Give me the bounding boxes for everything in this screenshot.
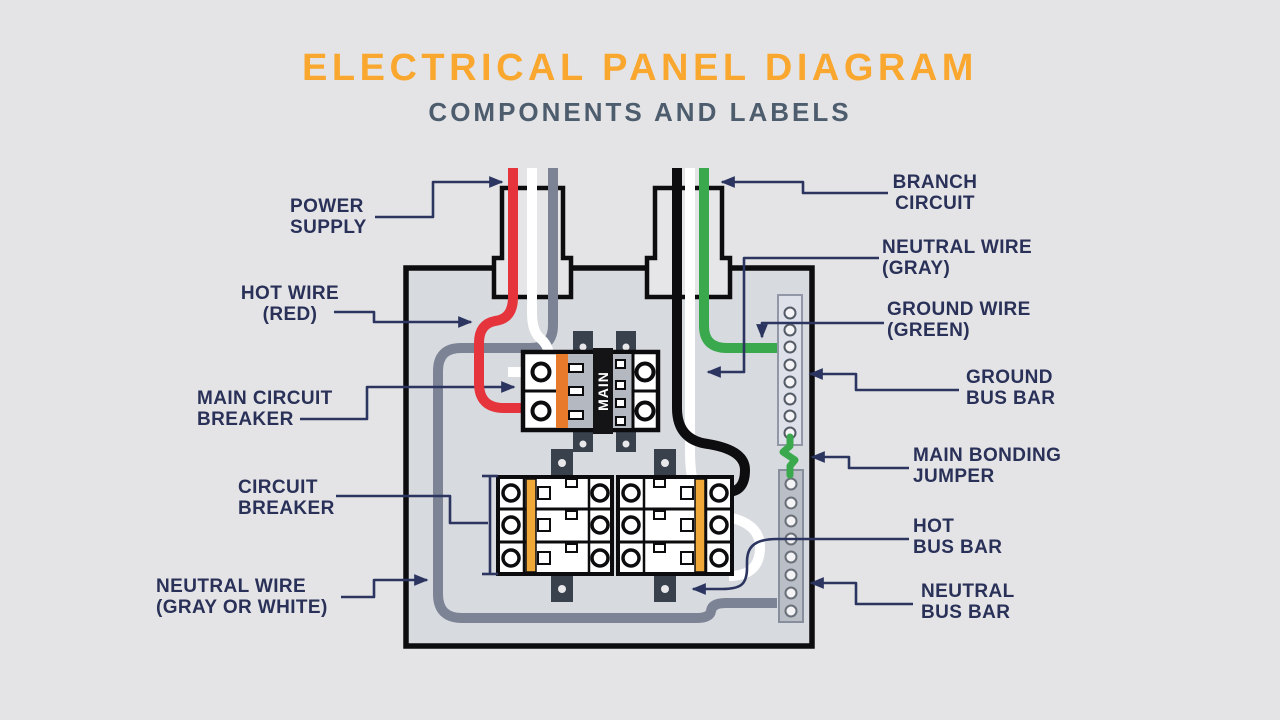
hot-wire-red [474,168,523,413]
breaker-accent-strip [694,478,706,573]
main-breaker-orange-strip [556,354,568,428]
page-subtitle: COMPONENTS AND LABELS [428,97,852,127]
breaker-accent-strip [525,478,537,573]
ground-bus-bar [777,294,803,446]
leader-neutral-bus-bar [809,577,913,606]
label-hot-wire: HOT WIRE (RED) [240,283,340,325]
label-branch-circuit: BRANCH CIRCUIT [892,172,978,214]
label-neutral-wire-left: NEUTRAL WIRE (GRAY OR WHITE) [156,576,328,618]
branch-black-wire [672,168,750,497]
label-neutral-bus-bar: NEUTRAL BUS BAR [921,581,1015,623]
circuit-breaker-bank-right [616,475,734,576]
panel-box [403,265,815,649]
label-ground-wire: GROUND WIRE (GREEN) [887,299,1031,341]
label-main-bonding-jumper: MAIN BONDING JUMPER [913,445,1062,487]
leader-hot-bus-bar [691,537,909,595]
label-circuit-breaker: CIRCUIT BREAKER [238,477,335,519]
label-neutral-wire-right: NEUTRAL WIRE (GRAY) [882,237,1033,279]
leader-lines [336,176,959,606]
label-hot-bus-bar: HOT BUS BAR [913,516,1003,558]
ground-wire-green [699,168,777,353]
label-main-circuit-breaker: MAIN CIRCUIT BREAKER [197,388,333,430]
page-title: ELECTRICAL PANEL DIAGRAM [302,47,978,89]
main-breaker-text: MAIN [595,371,611,411]
label-power-supply: POWER SUPPLY [290,196,367,238]
leader-neutral-wire-left [341,574,429,599]
leader-main-circuit-breaker [300,381,516,421]
leader-hot-wire [334,310,473,328]
neutral-wire-gray [433,168,777,623]
leader-power-supply [375,176,504,219]
neutral-bus-bar [778,469,804,623]
leader-branch-circuit [720,176,888,195]
circuit-breaker-bracket [482,474,498,576]
leader-ground-bus-bar [808,368,959,392]
main-breaker-tabs [573,331,636,452]
leader-neutral-wire-right [706,256,879,378]
leader-lines-under [300,310,516,421]
circuit-breaker-bank-left [496,475,614,576]
leader-circuit-breaker [336,494,488,525]
leader-ground-wire [756,321,884,339]
main-breaker-handle [593,348,613,434]
main-bonding-jumper [779,433,799,479]
branch-breaker-tabs [551,449,676,602]
label-ground-bus-bar: GROUND BUS BAR [966,367,1056,409]
leader-main-bonding-jumper [810,451,909,470]
main-circuit-breaker: MAIN [520,348,661,434]
